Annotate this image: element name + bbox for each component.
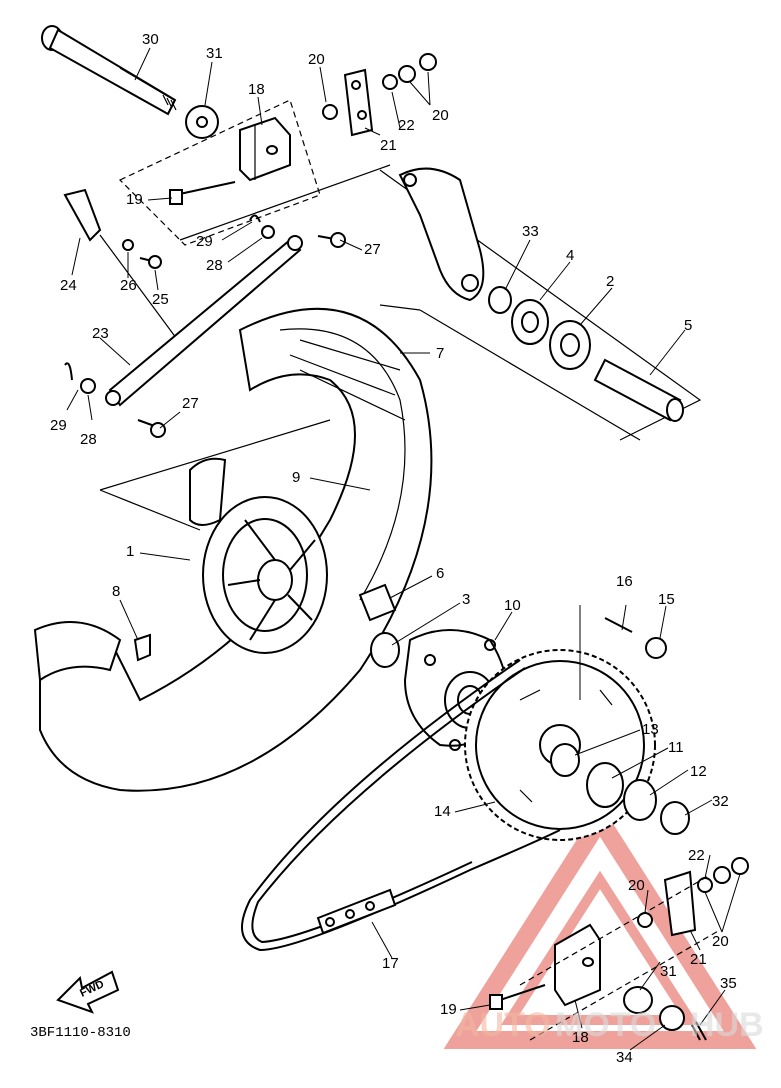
callout-14: 14 xyxy=(434,803,451,820)
callout-18: 18 xyxy=(248,81,265,98)
hub-damper xyxy=(358,583,397,622)
callout-22b: 22 xyxy=(688,847,705,864)
sprocket-bearing xyxy=(586,762,624,808)
callout-29: 29 xyxy=(196,233,213,250)
callout-31: 31 xyxy=(206,45,223,62)
brake-rod xyxy=(105,235,303,407)
drive-chain xyxy=(241,659,561,952)
callout-1: 1 xyxy=(126,543,134,560)
reference-lines xyxy=(99,99,702,531)
chain-puller-left xyxy=(239,116,291,182)
callout-16: 16 xyxy=(616,573,633,590)
leader-lines xyxy=(66,47,741,1051)
valve-stem xyxy=(133,633,151,662)
callout-20: 20 xyxy=(308,51,325,68)
callout-20b: 20 xyxy=(432,107,449,124)
sprocket-nut xyxy=(645,637,667,659)
callout-11: 11 xyxy=(668,739,684,756)
callout-33: 33 xyxy=(522,223,539,240)
callout-30: 30 xyxy=(142,31,159,48)
axle-shaft xyxy=(41,25,177,116)
callout-10: 10 xyxy=(504,597,521,614)
callout-9: 9 xyxy=(292,469,300,486)
hub-bearings-right xyxy=(488,286,684,422)
spacer xyxy=(660,801,690,835)
watermark-part2: MOTO xyxy=(555,1006,656,1044)
sprocket-stud xyxy=(604,617,633,633)
washer-right xyxy=(623,986,653,1014)
callout-22: 22 xyxy=(398,117,415,134)
callout-13: 13 xyxy=(642,721,659,738)
watermark-text: AUTO MOTO HUB xyxy=(455,1006,764,1044)
rear-wheel-rim xyxy=(189,457,328,654)
callout-7: 7 xyxy=(436,345,444,362)
callout-12: 12 xyxy=(690,763,707,780)
callout-29b: 29 xyxy=(50,417,67,434)
rear-tire xyxy=(33,307,433,792)
watermark-part1: AUTO xyxy=(455,1006,551,1044)
fwd-arrow-icon: FWD xyxy=(56,970,120,1014)
cotter-pin xyxy=(691,1021,707,1041)
callout-17: 17 xyxy=(382,955,399,972)
callout-6: 6 xyxy=(436,565,444,582)
callout-21: 21 xyxy=(380,137,397,154)
callout-32: 32 xyxy=(712,793,729,810)
callout-4: 4 xyxy=(566,247,574,264)
callout-20d: 20 xyxy=(712,933,729,950)
nuts-upper xyxy=(322,53,437,120)
callout-24: 24 xyxy=(60,277,77,294)
callout-25: 25 xyxy=(152,291,169,308)
callout-21b: 21 xyxy=(690,951,707,968)
callout-19b: 19 xyxy=(440,1001,457,1018)
callout-35: 35 xyxy=(720,975,737,992)
callout-2: 2 xyxy=(606,273,614,290)
callout-15: 15 xyxy=(658,591,675,608)
chain-puller-right xyxy=(554,923,601,1007)
callout-27: 27 xyxy=(364,241,381,258)
adjuster-bolt-right xyxy=(499,984,546,1001)
hub-bearing-left xyxy=(370,632,400,668)
callout-34: 34 xyxy=(616,1049,633,1066)
diagram-code: 3BF1110-8310 xyxy=(30,1025,131,1041)
callout-8: 8 xyxy=(112,583,120,600)
oil-seal xyxy=(623,779,657,821)
chain-adjuster-plate-upper xyxy=(343,68,374,137)
axle-washer xyxy=(185,105,219,139)
callout-20c: 20 xyxy=(628,877,645,894)
adjuster-bolt-left xyxy=(169,181,236,205)
brake-torque-arm xyxy=(398,167,485,302)
callout-28: 28 xyxy=(206,257,223,274)
callout-19: 19 xyxy=(126,191,143,208)
callout-18b: 18 xyxy=(572,1029,589,1046)
callout-26: 26 xyxy=(120,277,137,294)
callout-23: 23 xyxy=(92,325,109,342)
callout-28b: 28 xyxy=(80,431,97,448)
callout-31b: 31 xyxy=(660,963,677,980)
callout-27b: 27 xyxy=(182,395,199,412)
callout-labels: 30 31 20 18 21 22 20 19 24 29 28 26 25 2… xyxy=(50,31,737,1066)
callout-3: 3 xyxy=(462,591,470,608)
collar xyxy=(550,743,580,777)
axle-nut xyxy=(659,1005,685,1031)
callout-5: 5 xyxy=(684,317,692,334)
watermark-part3: HUB xyxy=(690,1006,764,1044)
